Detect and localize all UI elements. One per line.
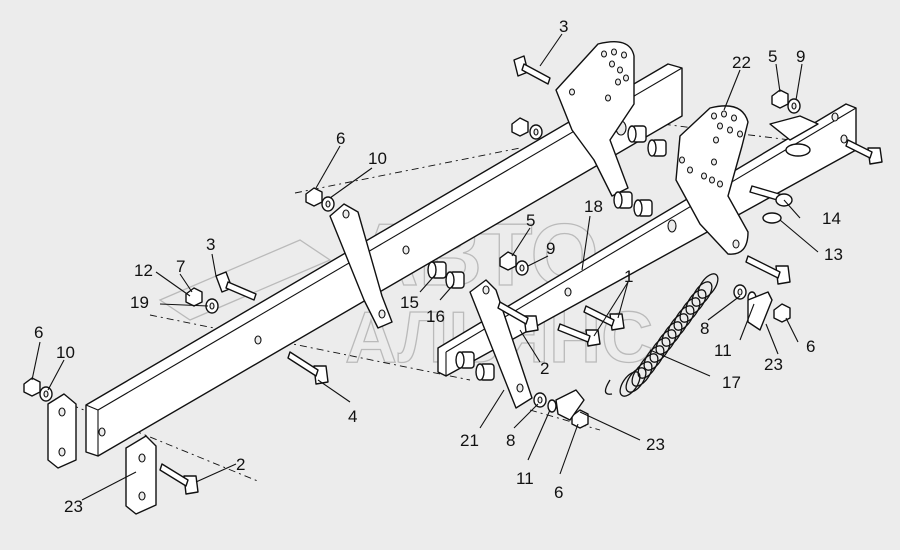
- plate-10-left: [47, 393, 77, 469]
- callout-23-right: 23: [764, 355, 783, 374]
- bracket-21: [675, 105, 749, 255]
- callout-3-top: 3: [559, 17, 568, 36]
- callout-1: 1: [624, 267, 633, 286]
- callout-10-upper: 10: [368, 149, 387, 168]
- callout-8-right: 8: [700, 319, 709, 338]
- callout-8-bottom: 8: [506, 431, 515, 450]
- callout-11-right: 11: [714, 341, 732, 360]
- callout-5-middle: 5: [526, 211, 535, 230]
- callout-6-right: 6: [806, 337, 815, 356]
- callout-9-top: 9: [796, 47, 805, 66]
- callout-20: 21: [460, 431, 479, 450]
- callout-10-left: 10: [56, 343, 75, 362]
- callout-13: 13: [824, 245, 843, 264]
- nuts-and-washers: [23, 89, 801, 429]
- callout-9-middle: 9: [546, 239, 555, 258]
- callout-16: 16: [426, 307, 445, 326]
- hinge-bracket: [762, 115, 819, 224]
- upper-bracket: [555, 41, 635, 197]
- callout-15: 15: [400, 293, 419, 312]
- callout-18: 18: [584, 197, 603, 216]
- callout-4: 4: [348, 407, 357, 426]
- callout-17: 17: [722, 373, 741, 392]
- leader-lines: [31, 33, 819, 501]
- callout-6-left: 6: [34, 323, 43, 342]
- callout-5-top: 5: [768, 47, 777, 66]
- callout-2-bottom: 2: [236, 455, 245, 474]
- callout-12: 12: [134, 261, 153, 280]
- callout-2-middle: 2: [540, 359, 549, 378]
- callout-14: 14: [822, 209, 841, 228]
- callout-21: 22: [732, 53, 751, 72]
- callout-7: 7: [176, 257, 185, 276]
- callout-labels: 3 22 5 9 6 10 18 5 9 3 7 12 19 15 16 1 2…: [34, 17, 843, 516]
- middle-plate: [329, 203, 393, 329]
- callout-23-bottom: 23: [646, 435, 665, 454]
- plate-22: [125, 435, 157, 515]
- callout-11-bottom: 11: [516, 469, 534, 488]
- plate-20: [469, 279, 533, 409]
- callout-3-left: 3: [206, 235, 215, 254]
- callout-6-upper: 6: [336, 129, 345, 148]
- callout-19: 19: [130, 293, 149, 312]
- bolts: [159, 55, 883, 495]
- spring: [604, 273, 719, 397]
- callout-6-bottom: 6: [554, 483, 563, 502]
- watermark-logo: [158, 239, 332, 321]
- clips: [555, 291, 773, 421]
- callout-22: 23: [64, 497, 83, 516]
